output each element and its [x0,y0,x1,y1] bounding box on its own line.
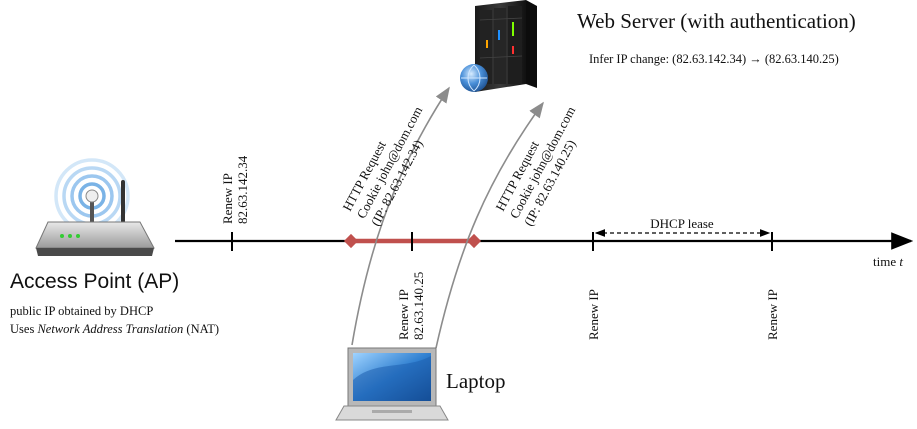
web-server-title: Web Server (with authentication) [577,9,856,33]
renew1-label: Renew IP 82.63.142.34 [220,155,250,224]
globe-icon [460,64,488,92]
request1-label: HTTP Request Cookie john@dom.com (IP: 82… [339,93,441,228]
server-icon [475,0,537,92]
request2-marker [466,233,482,249]
access-point-line1: public IP obtained by DHCP [10,304,153,318]
access-point-line2: Uses Network Address Translation (NAT) [10,322,219,336]
router-icon [35,180,155,256]
laptop-title: Laptop [446,369,505,393]
request2-arrow [435,101,544,349]
renew2-label: Renew IP 82.63.140.25 [396,272,426,340]
renew3-label: Renew IP [586,289,601,340]
request1-marker [343,233,359,249]
request1-arrow [351,86,450,346]
renew4-label: Renew IP [765,289,780,340]
dhcp-lease-label: DHCP lease [650,216,714,231]
laptop-icon [335,347,449,421]
time-axis-label: time t [873,254,903,269]
access-point-title: Access Point (AP) [10,270,179,293]
web-server-note: Infer IP change: (82.63.142.34) → (82.63… [589,52,839,66]
request2-label: HTTP Request Cookie john@dom.com (IP: 82… [492,93,594,228]
